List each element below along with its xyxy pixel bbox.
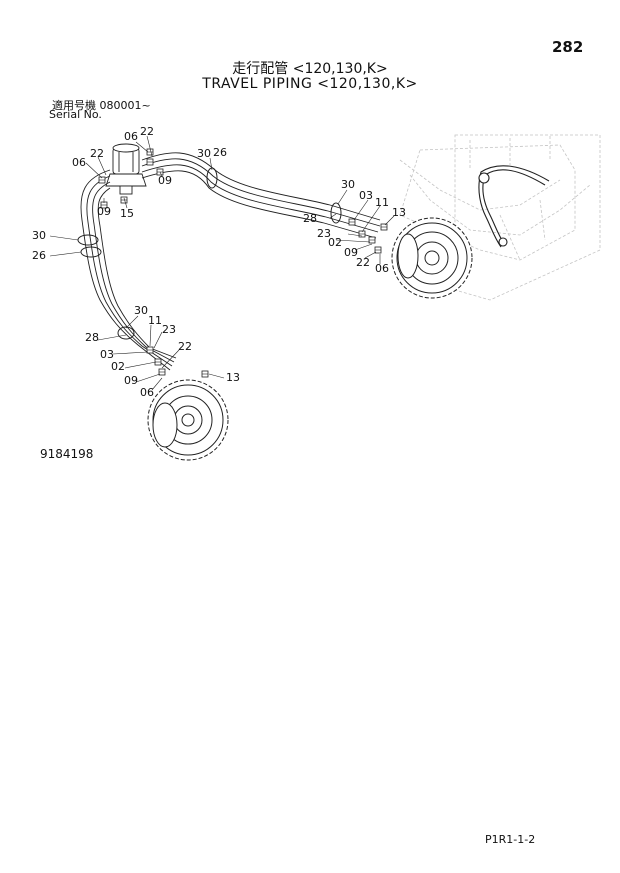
callout-09: 09 bbox=[124, 374, 138, 387]
callout-06: 06 bbox=[140, 386, 154, 399]
callout-30: 30 bbox=[341, 178, 355, 191]
callout-09: 09 bbox=[158, 174, 172, 187]
hose-clamps bbox=[77, 167, 342, 340]
page-number: 282 bbox=[552, 38, 584, 56]
callout-03: 03 bbox=[359, 189, 373, 202]
callout-09: 09 bbox=[97, 205, 111, 218]
callout-06: 06 bbox=[124, 130, 138, 143]
callout-28: 28 bbox=[85, 331, 99, 344]
callout-22: 22 bbox=[178, 340, 192, 353]
callout-26: 26 bbox=[32, 249, 46, 262]
callout-02: 02 bbox=[328, 236, 342, 249]
track-frame-reference-drawing bbox=[399, 134, 601, 301]
callout-02: 02 bbox=[111, 360, 125, 373]
page-title-english: TRAVEL PIPING <120,130,K> bbox=[202, 76, 418, 92]
callout-03: 03 bbox=[100, 348, 114, 361]
callout-09: 09 bbox=[344, 246, 358, 259]
serial-label-japanese: 適用号機 080001~ bbox=[52, 99, 151, 112]
page-title-japanese: 走行配管 <120,130,K> bbox=[232, 61, 388, 77]
hose-bundle-left bbox=[80, 169, 177, 371]
callout-13: 13 bbox=[392, 206, 406, 219]
callout-11: 11 bbox=[375, 196, 389, 209]
hose-bundle-right bbox=[141, 152, 381, 239]
track-frame-hose-highlight bbox=[478, 165, 550, 248]
callout-23: 23 bbox=[317, 227, 331, 240]
callout-30: 30 bbox=[32, 229, 46, 242]
callout-15: 15 bbox=[120, 207, 134, 220]
callout-30: 30 bbox=[134, 304, 148, 317]
page-code: P1R1-1-2 bbox=[485, 833, 536, 846]
drawing-number: 9184198 bbox=[40, 447, 94, 461]
callout-labels: 06 22 06 22 09 15 09 30 26 30 26 30 03 1… bbox=[32, 125, 406, 399]
callout-11: 11 bbox=[148, 314, 162, 327]
travel-motor-left bbox=[147, 379, 229, 461]
callout-30: 30 bbox=[197, 147, 211, 160]
callout-06: 06 bbox=[375, 262, 389, 275]
callout-13: 13 bbox=[226, 371, 240, 384]
serial-label-english: Serial No. bbox=[49, 108, 102, 121]
leader-lines bbox=[49, 135, 395, 391]
callout-22: 22 bbox=[356, 256, 370, 269]
callout-26: 26 bbox=[213, 146, 227, 159]
travel-motor-right bbox=[391, 217, 473, 299]
center-joint bbox=[105, 143, 147, 195]
callout-28: 28 bbox=[303, 212, 317, 225]
callout-22: 22 bbox=[90, 147, 104, 160]
callout-23: 23 bbox=[162, 323, 176, 336]
callout-06: 06 bbox=[72, 156, 86, 169]
callout-22: 22 bbox=[140, 125, 154, 138]
